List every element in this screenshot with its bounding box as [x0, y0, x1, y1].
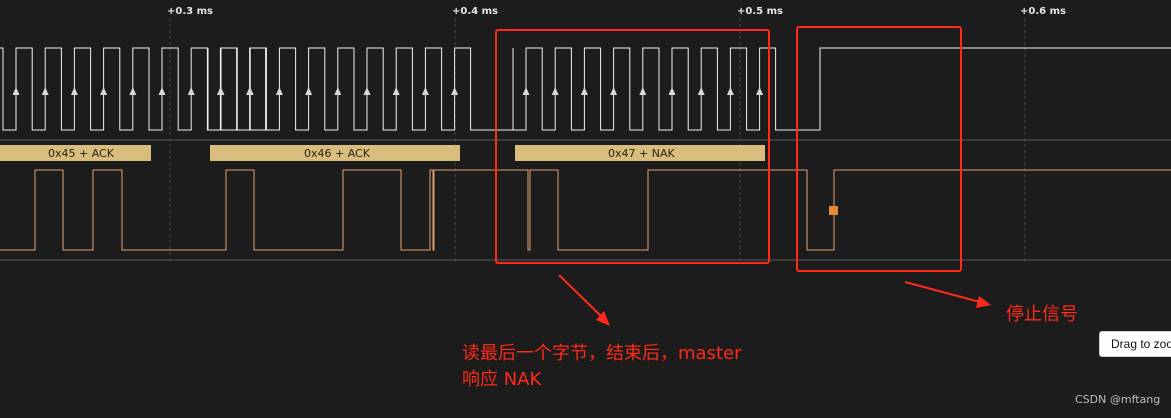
i2c-decoder-row: 0x45 + ACK 0x46 + ACK 0x47 + NAK	[0, 145, 765, 161]
time-label-0.3ms: +0.3 ms	[167, 6, 213, 17]
clock-edge-arrows	[12, 87, 764, 95]
clock-edge-arrow	[334, 87, 342, 95]
clock-edge-arrow	[522, 87, 530, 95]
decoder-byte-label-0x45: 0x45 + ACK	[48, 147, 115, 160]
annotation-last-byte-line2: 响应 NAK	[462, 369, 542, 390]
drag-to-zoom-button[interactable]: Drag to zoom	[1099, 331, 1171, 357]
clock-edge-arrow	[580, 87, 588, 95]
stop-highlight-box	[796, 26, 962, 272]
clock-edge-arrow	[756, 87, 764, 95]
clock-edge-arrow	[246, 87, 254, 95]
clock-edge-arrow	[392, 87, 400, 95]
decoder-byte-0x47[interactable]	[515, 145, 765, 161]
decoder-byte-label-0x47: 0x47 + NAK	[608, 147, 675, 160]
clock-edge-arrow	[451, 87, 459, 95]
timeline-ruler: +0.3 ms +0.4 ms +0.5 ms +0.6 ms	[167, 6, 1066, 17]
clock-edge-arrow	[70, 87, 78, 95]
time-label-0.5ms: +0.5 ms	[737, 6, 783, 17]
clock-edge-arrow	[158, 87, 166, 95]
stop-marker	[829, 206, 838, 215]
decoder-byte-0x45[interactable]	[0, 145, 151, 161]
annotation-stop-signal: 停止信号	[1006, 304, 1078, 325]
clock-edge-arrow	[639, 87, 647, 95]
clock-edge-arrow	[610, 87, 618, 95]
clock-edge-arrow	[41, 87, 49, 95]
clock-edge-arrow	[421, 87, 429, 95]
clock-edge-arrow	[100, 87, 108, 95]
callout-arrow-stop	[904, 281, 991, 308]
watermark: CSDN @mftang	[1075, 393, 1161, 406]
clock-edge-arrow	[697, 87, 705, 95]
clock-edge-arrow	[551, 87, 559, 95]
decoder-byte-0x46[interactable]	[210, 145, 460, 161]
annotation-last-byte-nak: 读最后一个字节，结束后，master 响应 NAK	[462, 341, 741, 393]
last-byte-highlight-box	[495, 29, 770, 264]
sda-data-trace	[0, 169, 1171, 251]
clock-edge-arrow	[275, 87, 283, 95]
clock-edge-arrow	[129, 87, 137, 95]
decoder-byte-label-0x46: 0x46 + ACK	[304, 147, 371, 160]
annotation-last-byte-line1: 读最后一个字节，结束后，master	[462, 343, 742, 364]
clock-edge-arrow	[668, 87, 676, 95]
clock-edge-arrow	[12, 87, 20, 95]
scl-clock-trace	[0, 47, 1171, 131]
clock-edge-arrow	[726, 87, 734, 95]
time-label-0.4ms: +0.4 ms	[452, 6, 498, 17]
time-label-0.6ms: +0.6 ms	[1020, 6, 1066, 17]
callout-arrow-last-byte	[558, 274, 610, 326]
clock-edge-arrow	[187, 87, 195, 95]
clock-edge-arrow	[217, 87, 225, 95]
clock-edge-arrow	[305, 87, 313, 95]
clock-edge-arrow	[363, 87, 371, 95]
